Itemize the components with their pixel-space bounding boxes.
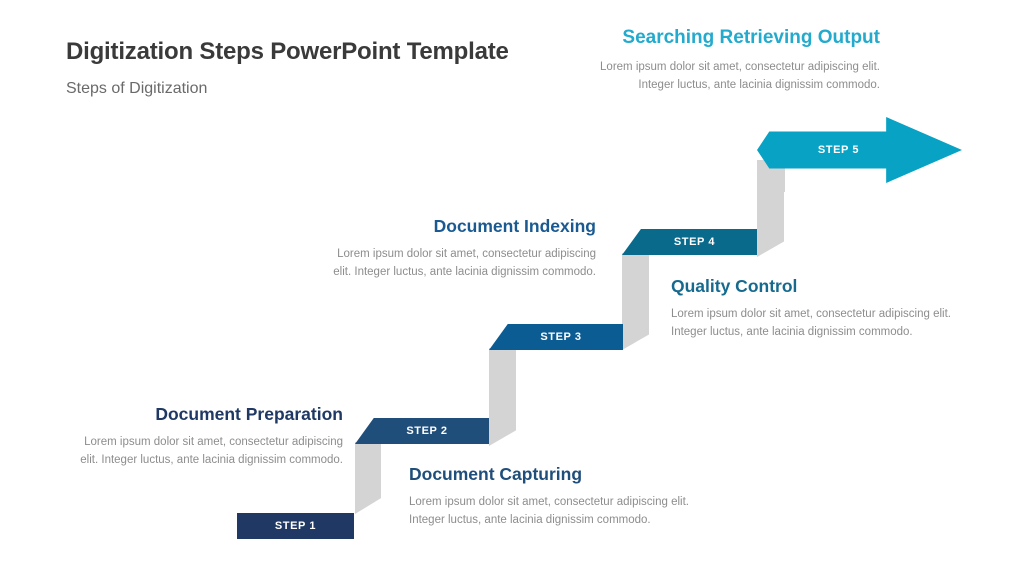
step-2-label: STEP 2 (406, 425, 448, 437)
step-3-label: STEP 3 (540, 331, 582, 343)
step-3-block[interactable]: STEP 3 (489, 324, 623, 350)
step-1-label: STEP 1 (274, 520, 317, 532)
step-5-label: STEP 5 (817, 144, 860, 156)
step-5-text-block: Searching Retrieving Output Lorem ipsum … (598, 27, 880, 94)
page-title: Digitization Steps PowerPoint Template (66, 38, 509, 65)
step-3-text-block: Document Indexing Lorem ipsum dolor sit … (330, 216, 596, 282)
step-3-heading: Document Indexing (433, 216, 596, 236)
step-4-label: STEP 4 (673, 236, 716, 248)
step-2-block[interactable]: STEP 2 (355, 418, 489, 444)
riser-step1-to-step2 (355, 442, 381, 514)
riser-step2-to-step3 (489, 348, 516, 446)
step-4-text-block: Quality Control Lorem ipsum dolor sit am… (671, 276, 951, 342)
step-4-body: Lorem ipsum dolor sit amet, consectetur … (671, 308, 951, 338)
step-5-body: Lorem ipsum dolor sit amet, consectetur … (600, 60, 880, 91)
step-2-heading: Document Capturing (409, 464, 583, 484)
step-5-heading: Searching Retrieving Output (622, 27, 880, 48)
riser-step3-to-step4 (622, 253, 649, 350)
page-subtitle: Steps of Digitization (66, 80, 208, 97)
step-1-heading: Document Preparation (155, 404, 343, 424)
step-2-body: Lorem ipsum dolor sit amet, consectetur … (409, 496, 689, 526)
step-1-text-block: Document Preparation Lorem ipsum dolor s… (68, 404, 343, 470)
step-5-block[interactable]: STEP 5 (757, 117, 962, 183)
step-3-body: Lorem ipsum dolor sit amet, consectetur … (333, 248, 596, 278)
step-4-heading: Quality Control (671, 276, 798, 296)
step-4-block[interactable]: STEP 4 (622, 229, 757, 255)
step-1-block[interactable]: STEP 1 (237, 513, 354, 539)
step-1-body: Lorem ipsum dolor sit amet, consectetur … (80, 436, 343, 466)
step-2-text-block: Document Capturing Lorem ipsum dolor sit… (409, 464, 689, 530)
